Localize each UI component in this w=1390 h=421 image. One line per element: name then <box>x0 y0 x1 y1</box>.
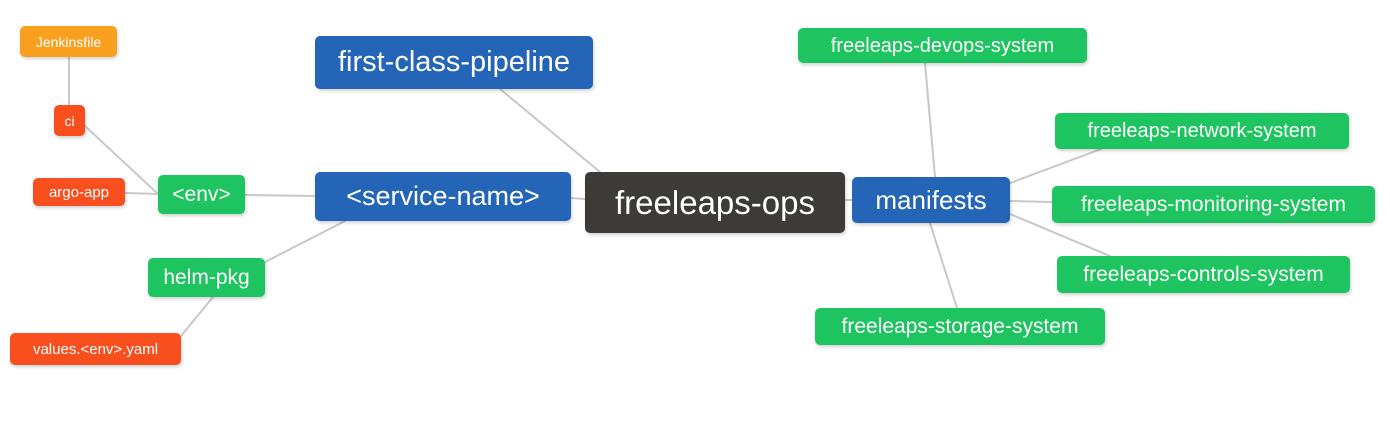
node-label-freeleaps-network-system: freeleaps-network-system <box>1087 120 1317 142</box>
node-freeleaps-controls-system[interactable]: freeleaps-controls-system <box>1057 256 1350 293</box>
node-freeleaps-devops-system[interactable]: freeleaps-devops-system <box>798 28 1087 63</box>
edge-first-class-pipeline-to-freeleaps-ops <box>499 88 601 173</box>
edge-manifests-to-freeleaps-storage-system <box>929 222 958 309</box>
node-label-manifests: manifests <box>875 185 987 215</box>
node-label-env: <env> <box>172 183 231 206</box>
node-first-class-pipeline[interactable]: first-class-pipeline <box>315 36 593 89</box>
edge-manifests-to-freeleaps-devops-system <box>924 62 936 178</box>
node-label-helm-pkg: helm-pkg <box>163 266 250 289</box>
node-label-first-class-pipeline: first-class-pipeline <box>337 46 571 78</box>
node-service-name[interactable]: <service-name> <box>315 172 571 221</box>
node-label-service-name: <service-name> <box>346 181 540 211</box>
node-label-values-yaml: values.<env>.yaml <box>32 340 159 358</box>
node-label-argo-app: argo-app <box>48 183 110 201</box>
node-freeleaps-storage-system[interactable]: freeleaps-storage-system <box>815 308 1105 345</box>
edge-values-yaml-to-helm-pkg <box>180 296 214 337</box>
node-freeleaps-ops[interactable]: freeleaps-ops <box>585 172 845 233</box>
edge-manifests-to-freeleaps-network-system <box>1009 148 1102 184</box>
node-label-freeleaps-ops: freeleaps-ops <box>615 184 815 221</box>
edge-helm-pkg-to-service-name <box>264 220 346 263</box>
edge-manifests-to-freeleaps-monitoring-system <box>1009 200 1053 203</box>
node-label-freeleaps-monitoring-system: freeleaps-monitoring-system <box>1081 193 1346 216</box>
node-label-freeleaps-devops-system: freeleaps-devops-system <box>830 34 1055 57</box>
node-helm-pkg[interactable]: helm-pkg <box>148 258 265 297</box>
node-freeleaps-monitoring-system[interactable]: freeleaps-monitoring-system <box>1052 186 1375 223</box>
edge-service-name-to-freeleaps-ops <box>570 197 586 200</box>
node-freeleaps-network-system[interactable]: freeleaps-network-system <box>1055 113 1349 149</box>
node-values-yaml[interactable]: values.<env>.yaml <box>10 333 181 365</box>
node-argo-app[interactable]: argo-app <box>33 178 125 206</box>
node-label-jenkinsfile: Jenkinsfile <box>35 33 102 50</box>
node-label-freeleaps-controls-system: freeleaps-controls-system <box>1083 263 1324 286</box>
node-manifests[interactable]: manifests <box>852 177 1010 223</box>
node-env[interactable]: <env> <box>158 175 245 214</box>
edge-env-to-service-name <box>244 194 316 197</box>
node-ci[interactable]: ci <box>54 105 85 136</box>
node-label-freeleaps-storage-system: freeleaps-storage-system <box>841 315 1079 338</box>
node-label-ci: ci <box>64 112 75 129</box>
node-jenkinsfile[interactable]: Jenkinsfile <box>20 26 117 57</box>
edge-argo-app-to-env <box>124 192 159 195</box>
